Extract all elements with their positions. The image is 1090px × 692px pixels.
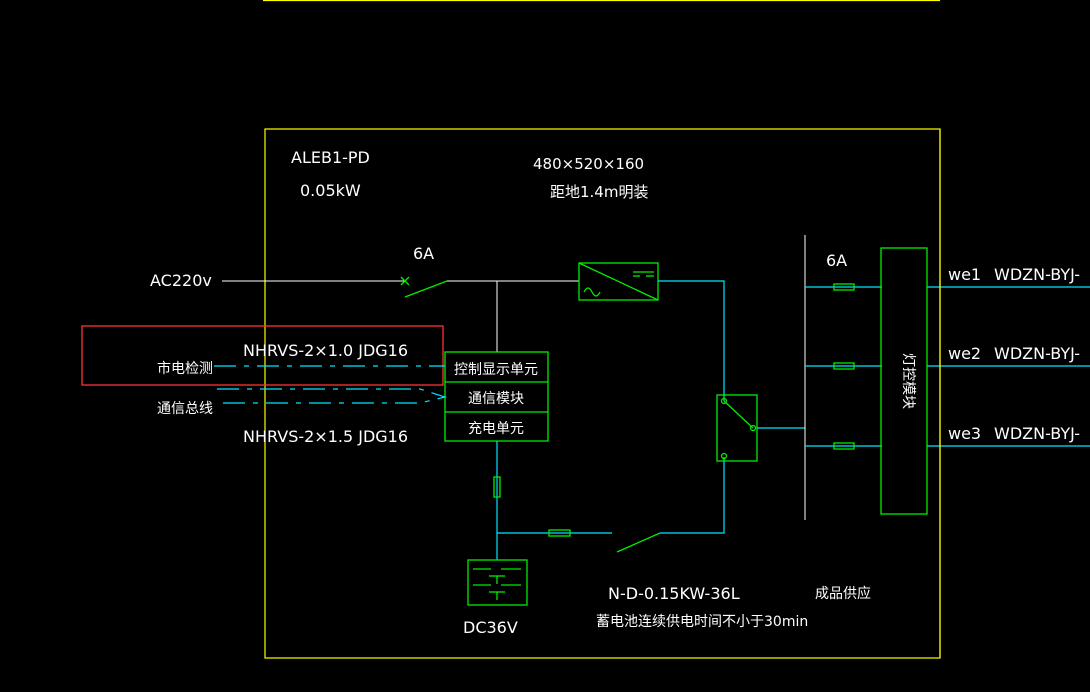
panel-mount: 距地1.4m明装 [550, 183, 648, 201]
panel-power: 0.05kW [300, 181, 361, 200]
panel-frame[interactable] [264, 128, 941, 659]
charging-unit: 充电单元 [468, 421, 524, 437]
panel-name: ALEB1-PD [291, 148, 370, 167]
supply-note: 成品供应 [815, 585, 871, 602]
supply-label: AC220v [150, 271, 212, 290]
battery-model: N-D-0.15KW-36L [608, 584, 740, 603]
return-fuse-icon [548, 529, 571, 537]
battery-icon [467, 559, 528, 606]
input-breaker-rating: 6A [413, 244, 434, 263]
circuit-cable: WDZN-BYJ- [994, 424, 1080, 443]
control-display-unit: 控制显示单元 [454, 362, 538, 378]
comm-bus-label: 通信总线 [157, 401, 213, 417]
battery-voltage: DC36V [463, 618, 518, 637]
emergency-wire [660, 457, 725, 534]
battery-note: 蓄电池连续供电时间不小于30min [596, 613, 808, 630]
lighting-control-module[interactable] [880, 247, 928, 515]
branch-we3 [805, 442, 1090, 450]
selection-highlight[interactable] [81, 325, 444, 386]
circuit-id: we2 [948, 344, 981, 363]
branch-we2 [805, 362, 1090, 370]
circuit-cable: WDZN-BYJ- [994, 344, 1080, 363]
circuit-id: we1 [948, 265, 981, 284]
output-breaker-rating: 6A [826, 251, 847, 270]
circuit-cable: WDZN-BYJ- [994, 265, 1080, 284]
battery-fuse-icon [493, 476, 501, 498]
transfer-switch-icon[interactable] [716, 394, 758, 462]
inverter-output-wire [658, 280, 725, 401]
battery-switch-icon [616, 532, 661, 553]
panel-size: 480×520×160 [533, 155, 644, 173]
branch-we1 [805, 283, 1090, 291]
comm-module: 通信模块 [468, 391, 524, 407]
module-label: 灯控模块 [900, 353, 916, 409]
inverter-icon [578, 262, 659, 301]
input-breaker-icon [400, 276, 448, 298]
comm-bus-line [217, 388, 448, 404]
mains-detect-label: 市电检测 [157, 360, 213, 377]
cable-label-1: NHRVS-2×1.0 JDG16 [243, 341, 408, 360]
circuit-id: we3 [948, 424, 981, 443]
cable-label-2: NHRVS-2×1.5 JDG16 [243, 427, 408, 446]
